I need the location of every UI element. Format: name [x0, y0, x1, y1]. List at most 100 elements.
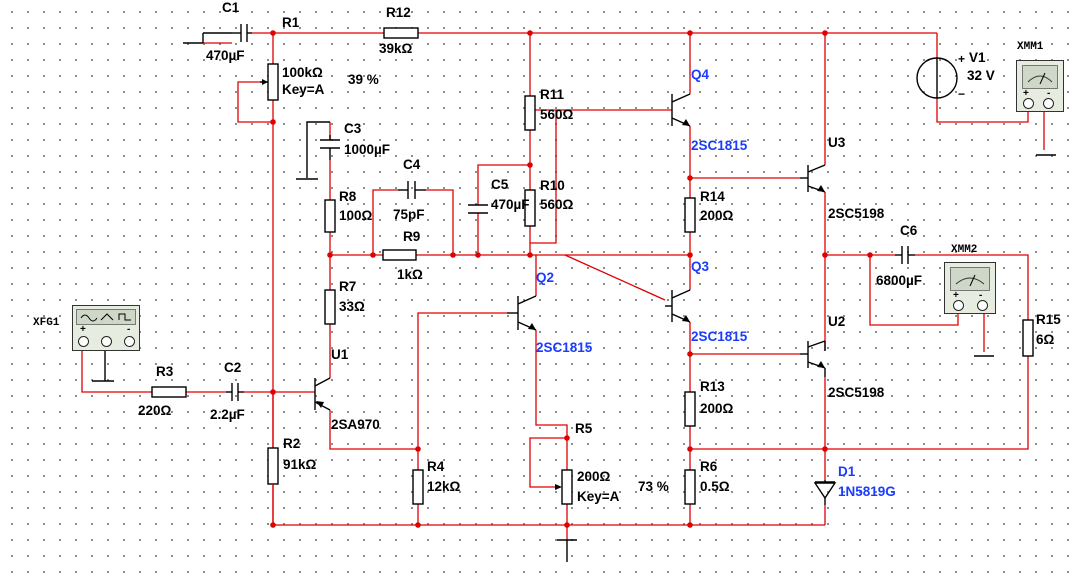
C6-value: 6800µF: [876, 273, 923, 288]
C3-ref: C3: [344, 121, 362, 136]
C2-ref: C2: [224, 360, 242, 375]
R4-ref: R4: [427, 459, 445, 474]
D1-ref: D1: [838, 464, 856, 479]
R8-ref: R8: [339, 189, 357, 204]
meter-dial-icon: [1027, 72, 1053, 85]
R5-potentiometer: [555, 469, 573, 505]
D1-diode: [813, 480, 837, 505]
R3-value: 220Ω: [138, 403, 172, 418]
V1-value: 32 V: [967, 68, 995, 83]
R12-value: 39kΩ: [379, 41, 413, 56]
R5-key: Key=A: [577, 489, 620, 504]
R1-percent: 39 %: [348, 72, 379, 87]
R8-value: 100Ω: [339, 208, 373, 223]
xmm1-multimeter[interactable]: + -: [1016, 60, 1064, 112]
xmm1-minus: -: [1047, 88, 1051, 99]
R13-resistor: [684, 391, 696, 427]
D1-part: 1N5819G: [838, 484, 896, 499]
xmm2-terminal-minus[interactable]: [977, 300, 988, 311]
R10-ref: R10: [540, 178, 565, 193]
R13-ref: R13: [700, 379, 725, 394]
C5-value: 470µF: [491, 197, 530, 212]
C4-value: 75pF: [393, 207, 425, 222]
U2-part: 2SC5198: [828, 385, 885, 400]
R14-resistor: [684, 197, 696, 233]
wires: [81, 32, 1045, 540]
Q2-ref: Q2: [536, 270, 555, 285]
C6-capacitor: [895, 246, 915, 264]
R1-value: 100kΩ: [282, 65, 323, 80]
R5-ref: R5: [575, 421, 593, 436]
R12-ref: R12: [386, 5, 411, 20]
V1-ref: V1: [969, 50, 986, 65]
Q4-transistor: [671, 93, 691, 127]
xmm2-terminal-plus[interactable]: [953, 300, 964, 311]
xfg1-terminal-common[interactable]: [101, 336, 112, 347]
ground-symbols: [92, 154, 1056, 562]
R4-value: 12kΩ: [427, 479, 461, 494]
R2-ref: R2: [283, 436, 301, 451]
xfg1-terminal-plus[interactable]: [78, 336, 89, 347]
C1-ref: C1: [222, 0, 240, 15]
xmm2-minus: -: [979, 290, 983, 301]
R14-value: 200Ω: [700, 208, 734, 223]
R6-value: 0.5Ω: [700, 479, 730, 494]
C1-value: 470µF: [206, 48, 245, 63]
C3-value: 1000µF: [344, 142, 391, 157]
R11-value: 560Ω: [540, 107, 574, 122]
U1-ref: U1: [331, 347, 349, 362]
components: [92, 24, 1056, 562]
xfg1-function-generator[interactable]: + -: [72, 305, 140, 351]
xmm1-terminal-plus[interactable]: [1023, 98, 1034, 109]
Q2-part: 2SC1815: [536, 340, 593, 355]
U1-transistor: [314, 377, 331, 411]
R3-resistor: [151, 386, 187, 398]
C3-capacitor: [296, 121, 340, 180]
R5-value: 200Ω: [577, 469, 611, 484]
Q4-part: 2SC1815: [691, 138, 748, 153]
xmm2-display: [950, 267, 990, 291]
xmm2-multimeter[interactable]: + -: [944, 262, 996, 314]
R2-resistor: [267, 447, 279, 525]
R3-ref: R3: [156, 364, 174, 379]
R9-resistor: [382, 249, 417, 261]
Q3-transistor: [665, 289, 691, 323]
R11-ref: R11: [540, 87, 565, 102]
U3-transistor: [800, 164, 826, 193]
R1-ref: R1: [282, 15, 300, 30]
R13-value: 200Ω: [700, 401, 734, 416]
xmm2-label: XMM2: [951, 244, 978, 256]
R9-value: 1kΩ: [397, 267, 423, 282]
U3-part: 2SC5198: [828, 206, 885, 221]
R15-ref: R15: [1036, 312, 1061, 327]
meter-dial-icon: [955, 274, 985, 287]
V1-plus: +: [958, 52, 966, 66]
V1-minus: −: [958, 87, 966, 101]
R7-ref: R7: [339, 279, 357, 294]
xmm1-display: [1022, 65, 1058, 89]
R1-potentiometer: [260, 63, 279, 101]
R14-ref: R14: [700, 189, 725, 204]
U2-transistor: [800, 340, 826, 377]
R15-resistor: [1022, 319, 1034, 357]
R10-resistor: [524, 189, 536, 227]
xfg1-plus: +: [80, 324, 86, 335]
xfg1-terminal-minus[interactable]: [124, 336, 135, 347]
waveform-icons: [80, 313, 131, 322]
xmm2-plus: +: [953, 290, 959, 301]
U3-ref: U3: [828, 135, 846, 150]
xmm1-plus: +: [1023, 88, 1029, 99]
xfg1-label: XFG1: [33, 317, 60, 329]
Q3-ref: Q3: [691, 259, 710, 274]
C5-capacitor: [468, 204, 488, 214]
U1-part: 2SA970: [331, 417, 380, 432]
xmm1-terminal-minus[interactable]: [1043, 98, 1054, 109]
R7-resistor: [324, 289, 336, 325]
V1-source: [916, 57, 958, 99]
R12-resistor: [383, 27, 419, 39]
xfg1-minus: -: [127, 324, 131, 335]
Q3-part: 2SC1815: [691, 329, 748, 344]
C4-ref: C4: [403, 157, 421, 172]
